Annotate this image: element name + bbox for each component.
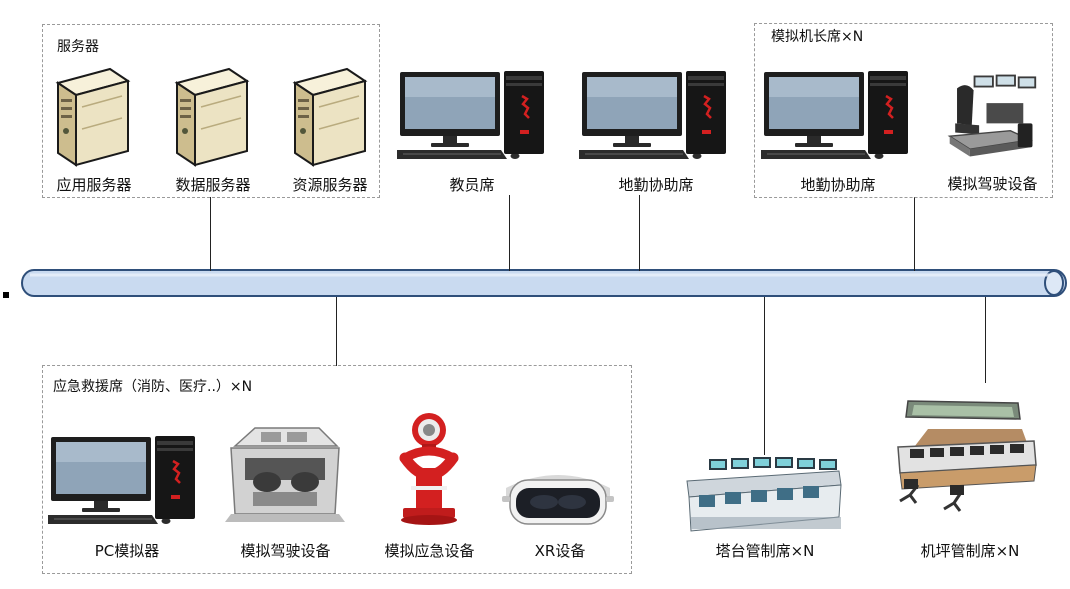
tower-connector [764, 297, 765, 455]
resource-server-label: 资源服务器 [292, 176, 368, 194]
captain-ground-assist-label: 地勤协助席 [800, 176, 876, 194]
server-tower-icon [289, 65, 369, 169]
apron-control-console-icon [888, 397, 1038, 521]
instructor-label: 教员席 [449, 176, 495, 194]
captain-group-title: 模拟机长席×N [771, 29, 864, 45]
vehicle-cockpit-icon [225, 422, 345, 526]
server-tower-icon [171, 65, 251, 169]
apron-connector [985, 297, 986, 383]
emergency-group-connector [336, 297, 337, 366]
xr-label: XR设备 [534, 542, 586, 560]
emergency-group-box [42, 365, 632, 574]
server-tower-icon [52, 65, 132, 169]
emergency-sim-label: 模拟应急设备 [384, 542, 475, 560]
desktop-computer-icon [48, 435, 198, 527]
pc-sim-label: PC模拟器 [94, 542, 160, 560]
desktop-computer-icon [397, 70, 547, 162]
ground-assist-connector [639, 195, 640, 271]
ground-assist-label: 地勤协助席 [618, 176, 694, 194]
bus-end-marker [3, 292, 9, 298]
emergency-group-title: 应急救援席（消防、医疗..）×N [53, 379, 253, 395]
desktop-computer-icon [761, 70, 911, 162]
instructor-connector [509, 195, 510, 271]
drive-sim-label: 模拟驾驶设备 [240, 542, 331, 560]
desktop-computer-icon [579, 70, 729, 162]
server-group-box [42, 24, 380, 198]
captain-group-box [754, 23, 1053, 198]
tower-label: 塔台管制席×N [715, 542, 815, 560]
server-group-title: 服务器 [57, 39, 99, 55]
driving-simulator-icon [946, 68, 1038, 164]
control-console-icon [685, 455, 845, 535]
network-bus [21, 269, 1067, 297]
fire-monitor-icon [389, 410, 469, 530]
data-server-label: 数据服务器 [175, 176, 251, 194]
app-server-label: 应用服务器 [56, 176, 132, 194]
captain-group-connector [914, 197, 915, 271]
apron-label: 机坪管制席×N [920, 542, 1020, 560]
captain-drive-sim-label: 模拟驾驶设备 [947, 175, 1038, 193]
vr-headset-icon [496, 462, 620, 532]
server-group-connector [210, 197, 211, 271]
